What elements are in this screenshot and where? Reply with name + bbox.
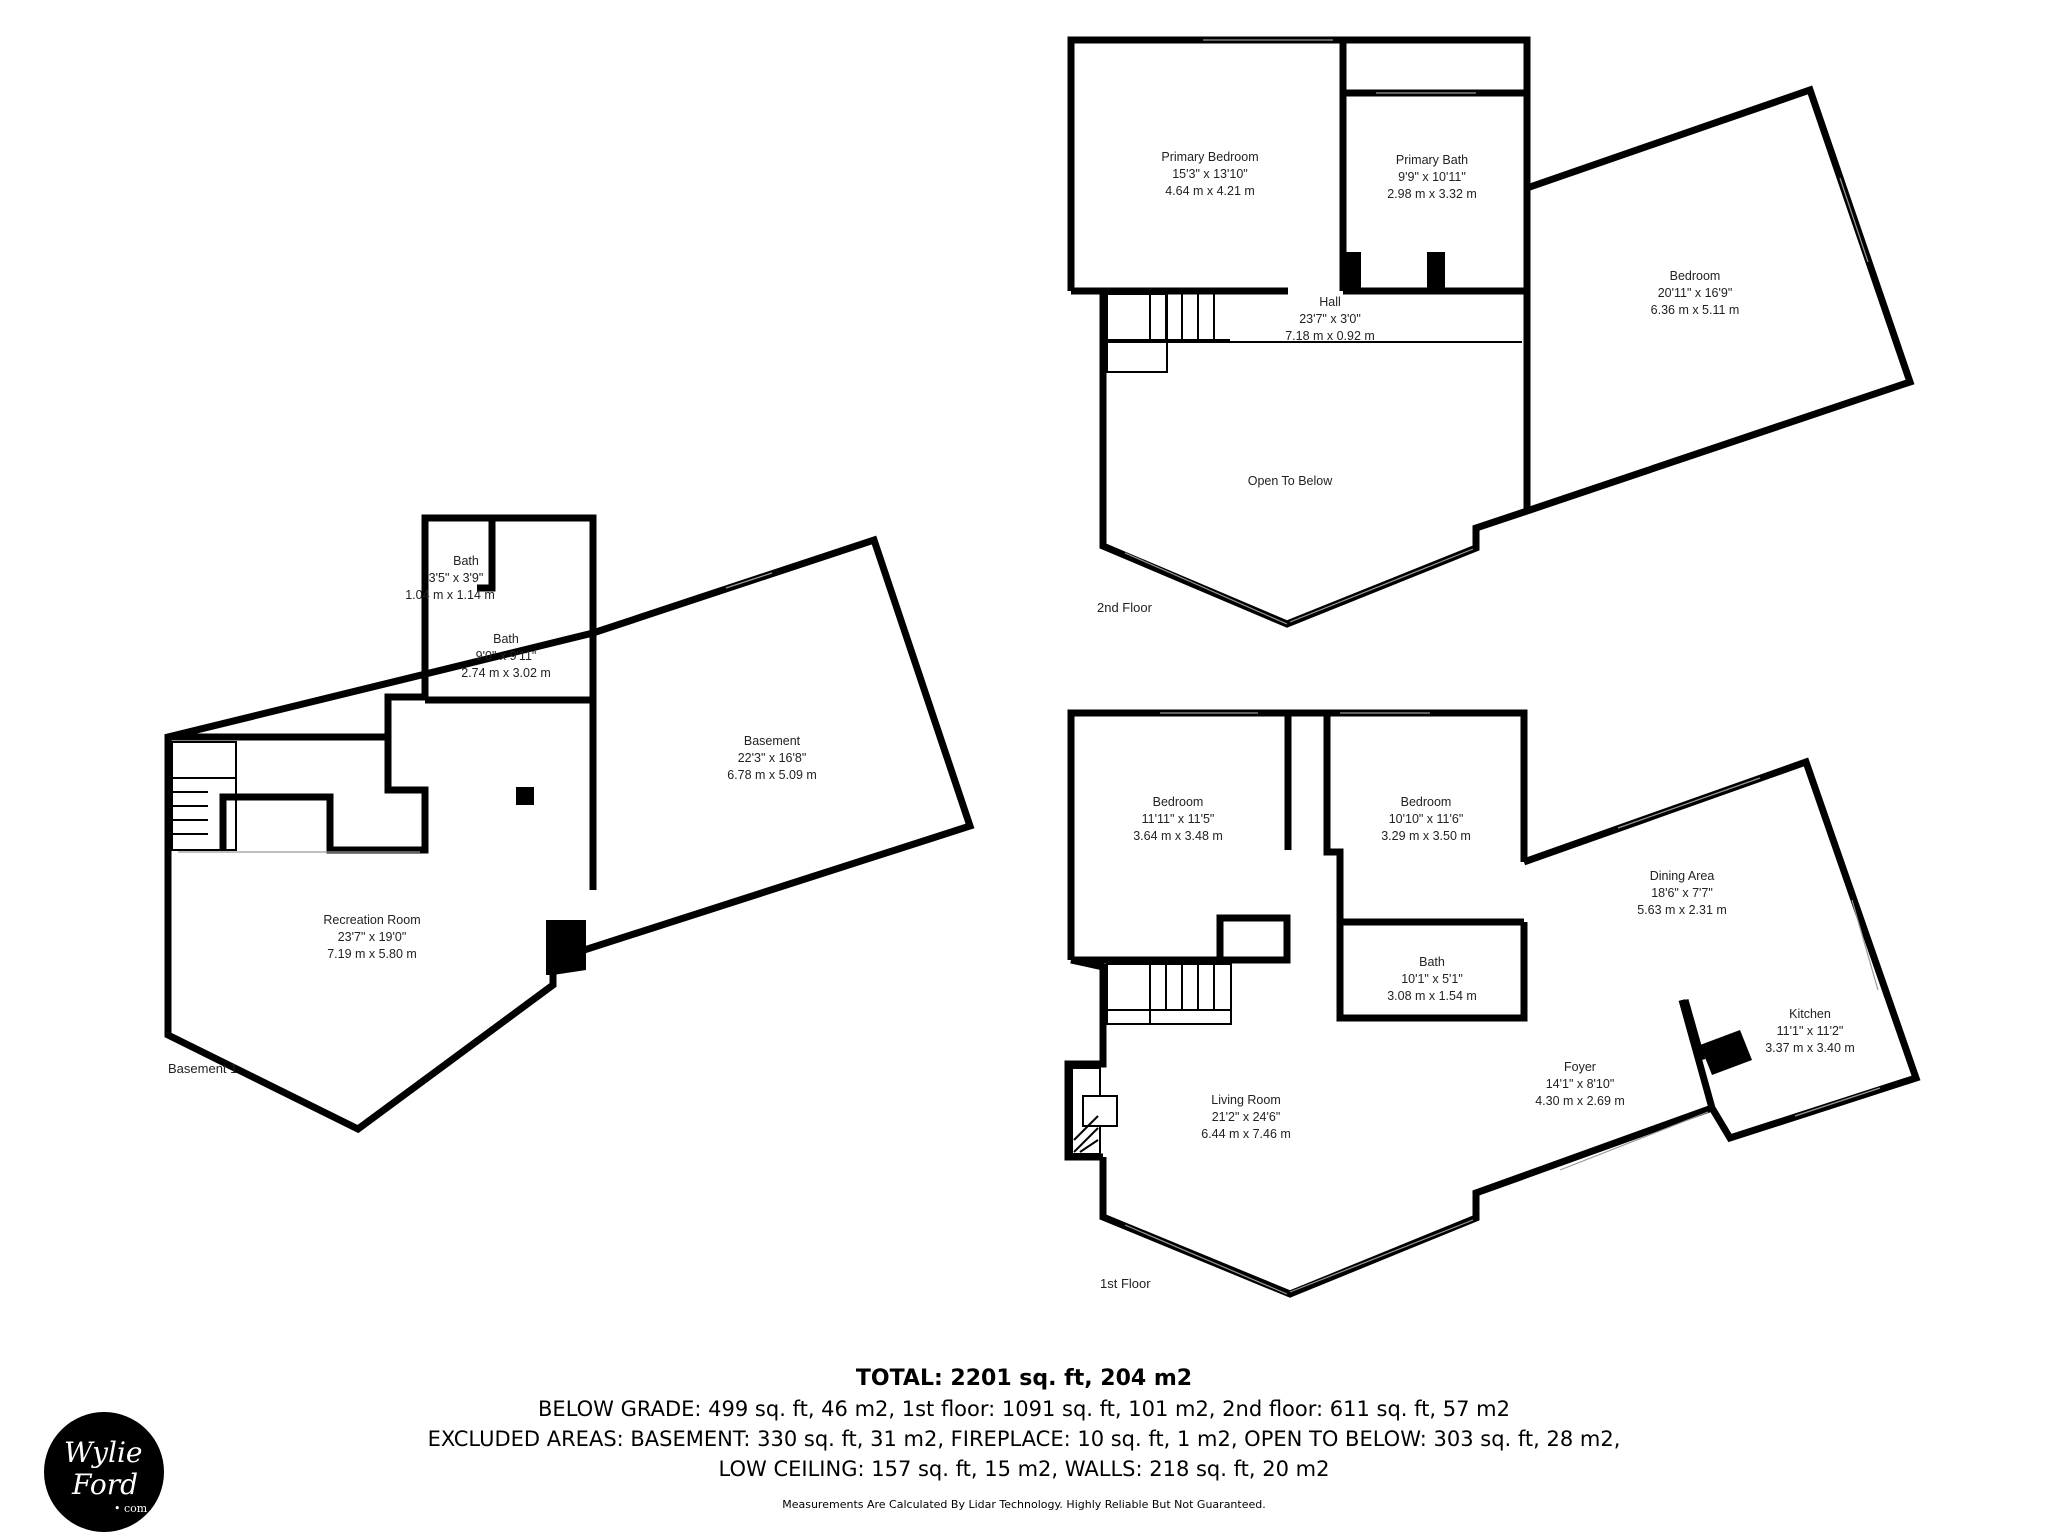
room-dims-metric: 3.29 m x 3.50 m: [1381, 829, 1471, 843]
room-dims-metric: 6.36 m x 5.11 m: [1651, 303, 1740, 317]
room-name: Dining Area: [1650, 869, 1715, 883]
stair-closet-wall: [219, 737, 429, 854]
room-name: Bath: [1419, 955, 1445, 969]
room-name: Recreation Room: [323, 913, 420, 927]
excluded-areas: EXCLUDED AREAS: BASEMENT: 330 sq. ft, 31…: [427, 1427, 1621, 1451]
room-dims-imperial: 14'1" x 8'10": [1546, 1077, 1615, 1091]
low-ceiling-walls: LOW CEILING: 157 sq. ft, 15 m2, WALLS: 2…: [718, 1457, 1330, 1481]
floor-label: 1st Floor: [1100, 1276, 1151, 1291]
living-room-window: [1124, 1224, 1288, 1295]
fireplace-wall: [1064, 956, 1107, 1161]
room-dims-imperial: 9'9" x 10'11": [1398, 170, 1466, 184]
room-name: Living Room: [1211, 1093, 1280, 1107]
open-to-below-window: [1124, 552, 1288, 625]
room-dims-imperial: 3'5" x 3'9": [429, 571, 484, 585]
room-dims-metric: 4.30 m x 2.69 m: [1535, 1094, 1625, 1108]
room-dims-metric: 7.19 m x 5.80 m: [327, 947, 417, 961]
second-floor-stairs: [1106, 293, 1230, 373]
room-name: Bath: [453, 554, 479, 568]
logo-text: Wylie: [64, 1436, 143, 1469]
room-dims-metric: 6.44 m x 7.46 m: [1201, 1127, 1291, 1141]
hall-closet-wall: [1288, 709, 1344, 862]
area-breakdown: BELOW GRADE: 499 sq. ft, 46 m2, 1st floo…: [538, 1397, 1510, 1421]
room-dims-imperial: 10'10" x 11'6": [1389, 812, 1464, 826]
small-bath-wall: [477, 518, 496, 592]
dining-window: [1617, 777, 1761, 829]
open-to-below-window: [1289, 548, 1474, 623]
room-name: Hall: [1319, 295, 1341, 309]
room-dims-imperial: 22'3" x 16'8": [738, 751, 807, 765]
room-name: Bath: [493, 632, 519, 646]
second-floor-plan: Primary Bedroom 15'3" x 13'10" 4.64 m x …: [1067, 36, 1915, 628]
bath-fixture: [1427, 252, 1445, 290]
foyer-window: [1559, 1111, 1709, 1171]
floor-plan: Bath 3'5" x 3'9" 1.04 m x 1.14 m Bath 9'…: [164, 36, 1921, 1298]
basement-column: [546, 920, 586, 975]
room-dims-metric: 7.18 m x 0.92 m: [1285, 329, 1375, 343]
room-dims-imperial: 18'6" x 7'7": [1651, 886, 1713, 900]
basement-floor-plan: Bath 3'5" x 3'9" 1.04 m x 1.14 m Bath 9'…: [164, 514, 975, 1134]
room-name: Open To Below: [1248, 474, 1334, 488]
room-dims-metric: 3.37 m x 3.40 m: [1765, 1041, 1855, 1055]
bath-fixture: [1343, 252, 1361, 290]
room-dims-metric: 4.64 m x 4.21 m: [1165, 184, 1255, 198]
room-dims-imperial: 10'1" x 5'1": [1401, 972, 1463, 986]
room-dims-metric: 3.08 m x 1.54 m: [1387, 989, 1477, 1003]
room-dims-imperial: 11'1" x 11'2": [1777, 1024, 1844, 1038]
first-floor-stairs: [1106, 963, 1232, 1025]
kitchen-window: [1851, 899, 1879, 991]
room-dims-metric: 2.98 m x 3.32 m: [1387, 187, 1477, 201]
bedroom-window: [1839, 177, 1869, 263]
room-dims-imperial: 21'2" x 24'6": [1212, 1110, 1281, 1124]
first-floor-stair-wall: [1071, 914, 1291, 964]
room-dims-imperial: 11'11" x 11'5": [1142, 812, 1215, 826]
kitchen-window: [1794, 1087, 1881, 1117]
kitchen-divider-wall: [1681, 999, 1706, 1061]
room-name: Bedroom: [1670, 269, 1721, 283]
disclaimer: Measurements Are Calculated By Lidar Tec…: [782, 1498, 1266, 1511]
room-name: Primary Bedroom: [1161, 150, 1258, 164]
floor-label: 2nd Floor: [1097, 600, 1153, 615]
room-name: Primary Bath: [1396, 153, 1468, 167]
room-name: Bedroom: [1401, 795, 1452, 809]
room-dims-imperial: 15'3" x 13'10": [1172, 167, 1248, 181]
bath-wall: [1336, 860, 1528, 1022]
fireplace: [1071, 1067, 1118, 1155]
brand-logo: Wylie Ford • com: [44, 1412, 164, 1532]
basement-outer-wall: [164, 535, 975, 1134]
room-name: Basement: [744, 734, 801, 748]
room-dims-metric: 1.04 m x 1.14 m: [405, 588, 495, 602]
room-dims-metric: 6.78 m x 5.09 m: [727, 768, 817, 782]
room-dims-imperial: 23'7" x 19'0": [338, 930, 407, 944]
room-name: Foyer: [1564, 1060, 1596, 1074]
first-floor-south-wall: [1099, 1104, 1714, 1298]
room-dims-metric: 2.74 m x 3.02 m: [461, 666, 551, 680]
basement-post: [516, 787, 534, 805]
living-room-window: [1289, 1219, 1474, 1293]
total-area: TOTAL: 2201 sq. ft, 204 m2: [855, 1366, 1193, 1391]
basement-stairs: [171, 741, 237, 851]
room-dims-metric: 5.63 m x 2.31 m: [1637, 903, 1727, 917]
room-dims-imperial: 20'11" x 16'9": [1658, 286, 1733, 300]
floor-label: Basement 1: [168, 1061, 237, 1076]
rec-room-north-wall: [168, 693, 425, 741]
room-dims-metric: 3.64 m x 3.48 m: [1133, 829, 1223, 843]
logo-text: Ford: [72, 1468, 139, 1501]
kitchen-island: [1700, 1030, 1752, 1075]
room-name: Kitchen: [1789, 1007, 1831, 1021]
bath-enclosure-wall: [421, 514, 597, 697]
first-floor-plan: Bedroom 11'11" x 11'5" 3.64 m x 3.48 m B…: [1064, 709, 1921, 1298]
basement-window: [725, 572, 773, 589]
logo-text: • com: [114, 1502, 148, 1515]
area-summary: TOTAL: 2201 sq. ft, 204 m2 BELOW GRADE: …: [0, 1364, 2048, 1511]
room-dims-imperial: 23'7" x 3'0": [1299, 312, 1361, 326]
room-dims-imperial: 9'0" x 9'11": [476, 649, 537, 663]
room-name: Bedroom: [1153, 795, 1204, 809]
